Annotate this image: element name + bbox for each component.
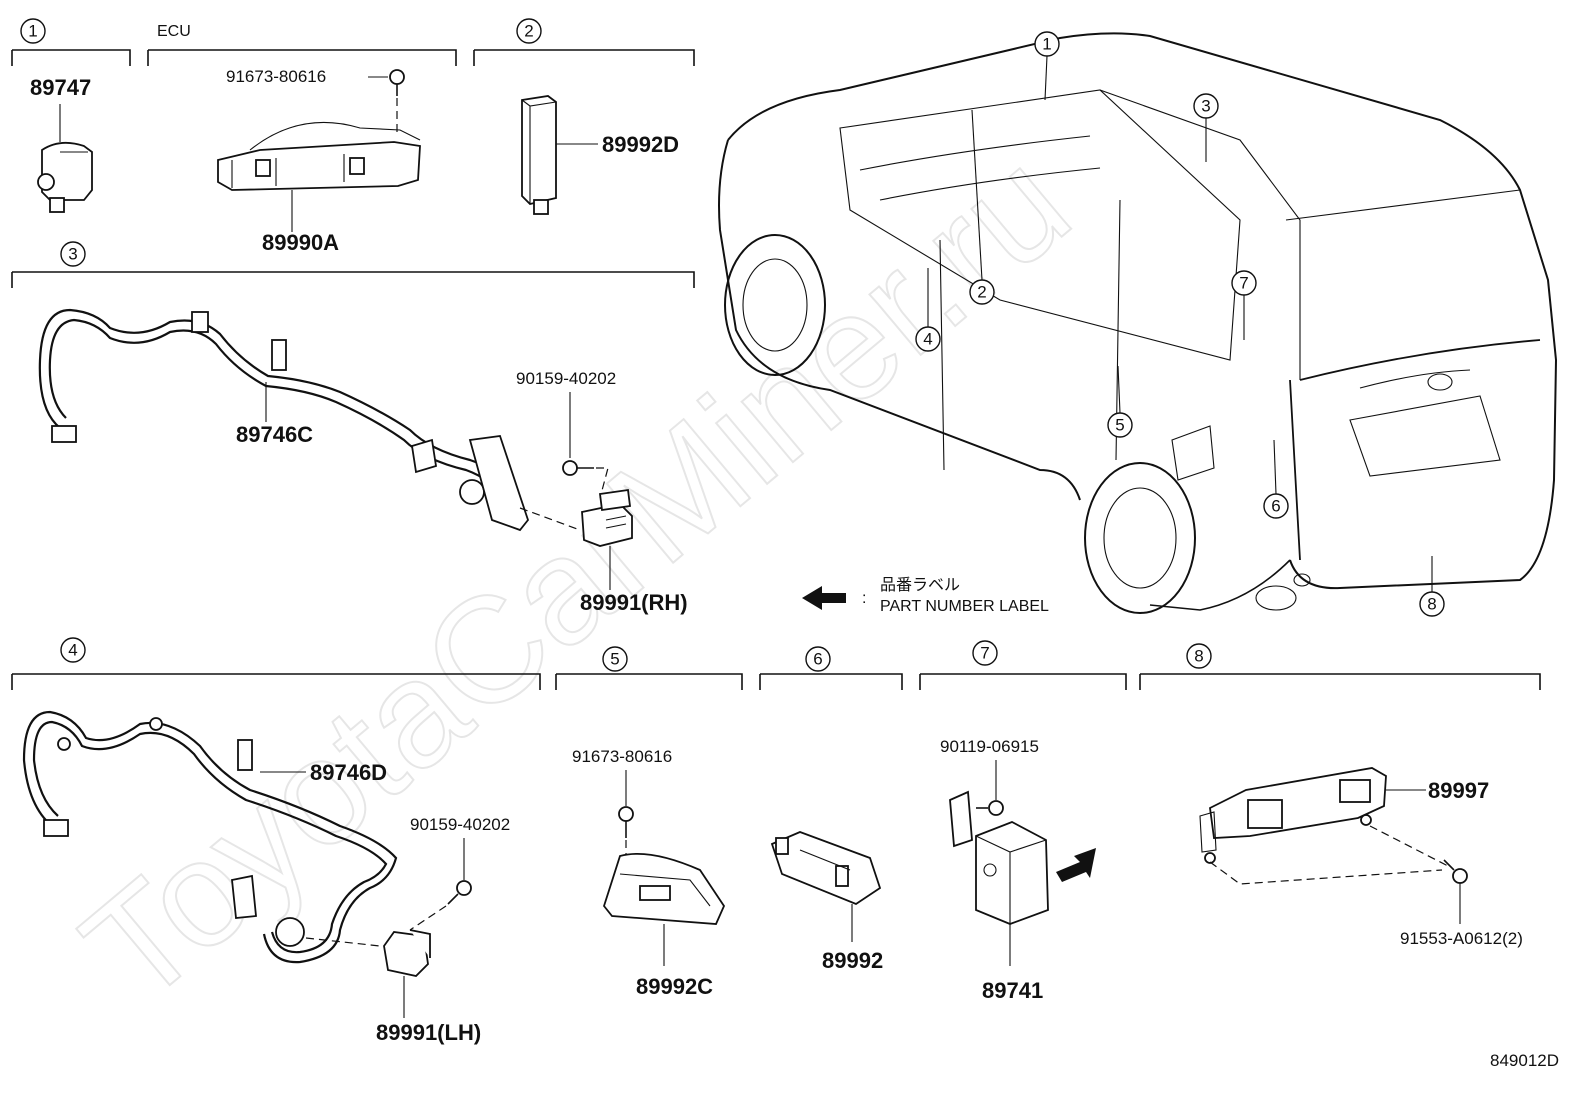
section-1: 1 89747 (11, 18, 131, 213)
svg-text:7: 7 (1239, 274, 1248, 293)
part-89992-module[interactable] (770, 831, 882, 906)
part-number-91673-80616-s5[interactable]: 91673-80616 (572, 747, 672, 766)
s5-bolt[interactable] (618, 806, 634, 838)
svg-text:5: 5 (1115, 416, 1124, 435)
part-89991-lh-sensor[interactable] (383, 929, 431, 977)
part-89747-sensor[interactable] (37, 141, 93, 213)
section-1-marker (20, 18, 46, 44)
vehicle-callout-7[interactable]: 7 (1231, 270, 1257, 340)
diagram-id: 849012D (1490, 1051, 1559, 1070)
part-89997-module[interactable] (1199, 767, 1387, 864)
svg-text:3: 3 (1201, 97, 1210, 116)
section-6: 6 89992 (759, 646, 903, 973)
svg-text:8: 8 (1427, 595, 1436, 614)
section-3: 3 89746C 90159-40202 89991(RH) (11, 241, 695, 615)
part-89992D-module[interactable] (521, 95, 557, 215)
part-number-89991-lh[interactable]: 89991(LH) (376, 1020, 481, 1045)
vehicle-callout-1[interactable]: 1 (1034, 31, 1060, 101)
vehicle-callouts: 1 2 3 4 5 6 7 (915, 31, 1445, 617)
vehicle-callout-2[interactable]: 2 (969, 109, 995, 305)
section-3-number: 3 (68, 245, 77, 264)
vehicle-callout-8[interactable]: 8 (1419, 556, 1445, 617)
part-number-91553-A0612[interactable]: 91553-A0612(2) (1400, 929, 1523, 948)
part-number-89991-rh[interactable]: 89991(RH) (580, 590, 688, 615)
part-number-91673-80616-ecu[interactable]: 91673-80616 (226, 67, 326, 86)
s8-bolt[interactable] (1443, 859, 1468, 884)
part-number-89741[interactable]: 89741 (982, 978, 1043, 1003)
section-4: 4 89746D 90159-40202 89991(LH) (11, 637, 541, 1045)
legend-jp-text: 品番ラベル (880, 575, 960, 594)
vehicle-callout-6[interactable]: 6 (1263, 439, 1289, 519)
section-5: 5 91673-80616 89992C (555, 646, 743, 999)
section-7-number: 7 (980, 644, 989, 663)
section-5-number: 5 (610, 650, 619, 669)
section-1-number: 1 (28, 22, 37, 41)
part-89746C-harness[interactable] (38, 308, 530, 532)
section-2-number: 2 (524, 22, 533, 41)
vehicle-callout-3[interactable]: 3 (1193, 93, 1219, 162)
part-89746D-harness[interactable] (22, 710, 398, 964)
section-2: 2 89992D (473, 18, 695, 215)
section-6-number: 6 (813, 650, 822, 669)
vehicle-callout-4[interactable]: 4 (915, 268, 941, 352)
svg-text:2: 2 (977, 283, 986, 302)
ecu-label: ECU (157, 23, 191, 40)
rh-sensor-bolt[interactable] (562, 460, 594, 476)
vehicle-illustration (718, 32, 1558, 614)
section-8-number: 8 (1194, 647, 1203, 666)
part-number-89997[interactable]: 89997 (1428, 778, 1489, 803)
section-4-number: 4 (68, 641, 77, 660)
svg-text:6: 6 (1271, 497, 1280, 516)
section-8: 8 89997 91553-A0612(2) (1139, 643, 1541, 948)
part-number-89992[interactable]: 89992 (822, 948, 883, 973)
part-number-89746D[interactable]: 89746D (310, 760, 387, 785)
part-number-89992C[interactable]: 89992C (636, 974, 713, 999)
part-number-89746C[interactable]: 89746C (236, 422, 313, 447)
ecu-bolt[interactable] (389, 69, 405, 96)
section-ecu: ECU 91673-80616 89990A (147, 23, 457, 255)
part-number-89990A[interactable]: 89990A (262, 230, 339, 255)
vehicle-callout-5[interactable]: 5 (1107, 365, 1133, 438)
part-number-label-arrow-icon (1056, 848, 1096, 882)
part-89991-rh-sensor[interactable] (581, 488, 633, 547)
s7-bolt[interactable] (976, 800, 1004, 816)
arrow-left-icon (802, 586, 846, 610)
lh-sensor-bolt[interactable] (447, 880, 472, 905)
part-89992C-bracket[interactable] (602, 853, 726, 925)
part-number-90119-06915[interactable]: 90119-06915 (940, 737, 1039, 756)
part-number-89992D[interactable]: 89992D (602, 132, 679, 157)
part-number-90159-40202-rh[interactable]: 90159-40202 (516, 369, 616, 388)
part-89741-unit[interactable] (949, 790, 1049, 925)
part-number-label-legend: : 品番ラベル PART NUMBER LABEL (802, 575, 1049, 615)
part-number-89747[interactable]: 89747 (30, 75, 91, 100)
svg-text:1: 1 (1042, 35, 1051, 54)
section-7: 7 90119-06915 89741 (919, 640, 1127, 1003)
svg-text:4: 4 (923, 330, 932, 349)
legend-en-text: PART NUMBER LABEL (880, 598, 1049, 615)
legend-colon: : (862, 590, 866, 607)
part-89990A-ecu[interactable] (217, 121, 421, 191)
part-number-90159-40202-lh[interactable]: 90159-40202 (410, 815, 510, 834)
